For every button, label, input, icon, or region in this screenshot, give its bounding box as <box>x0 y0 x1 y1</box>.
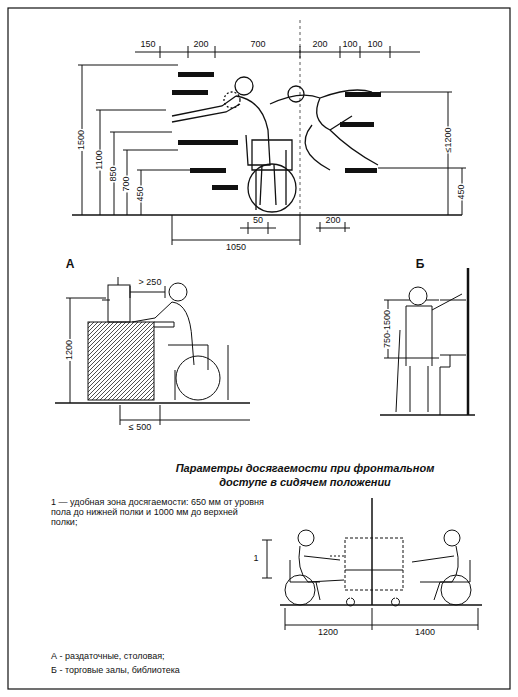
dimension: 100 <box>341 40 358 50</box>
callout-number: 1 <box>252 554 259 564</box>
heading: Параметры досягаемости при фронтальном д… <box>170 462 440 490</box>
dimension: 150 <box>139 40 156 50</box>
dimension: 450 <box>457 183 467 200</box>
dimension: 50 <box>252 216 264 226</box>
dimension: 200 <box>311 40 328 50</box>
dimension: ≤ 500 <box>128 423 152 433</box>
dimension: > 250 <box>138 278 163 288</box>
dimension: 850 <box>109 165 119 182</box>
dimension: 1500 <box>77 129 87 151</box>
key-note: Б - торговые залы, библиотека <box>50 666 181 676</box>
dimension: 450 <box>136 185 146 202</box>
dimension: 1050 <box>225 243 247 253</box>
dimension: 100 <box>366 40 383 50</box>
dimension: 700 <box>122 175 132 192</box>
dimension: 750-1500 <box>383 309 393 349</box>
dimension: 1200 <box>317 628 339 638</box>
dimension: 1100 <box>95 149 105 170</box>
dimension: 700 <box>249 40 266 50</box>
key-note: А - раздаточные, столовая; <box>50 652 166 662</box>
panel-letter: Б <box>415 258 426 271</box>
dimension: 200 <box>324 216 341 226</box>
dimension: ≤1200 <box>443 127 453 154</box>
dimension: 200 <box>192 40 209 50</box>
panel-letter: А <box>65 258 76 271</box>
dimension: 1200 <box>65 339 75 361</box>
dimension: 1400 <box>414 628 436 638</box>
note-text: 1 — удобная зона досягаемости: 650 мм от… <box>50 498 267 528</box>
